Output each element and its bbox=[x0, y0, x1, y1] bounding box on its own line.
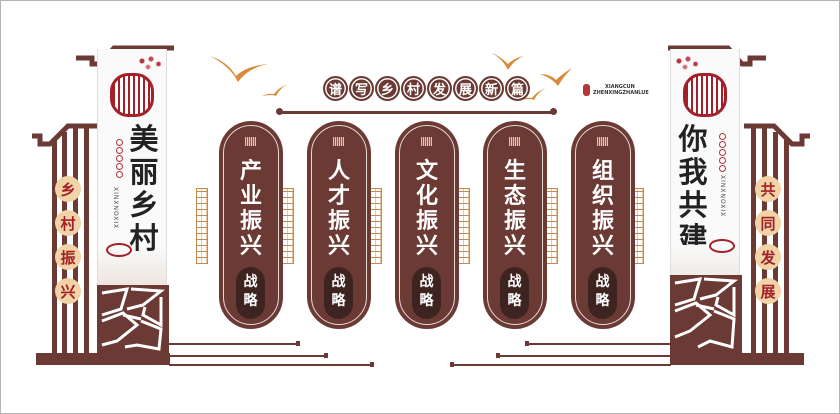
seal-circles bbox=[719, 133, 726, 172]
ornament-icon bbox=[509, 137, 520, 146]
card-badge: 战略 bbox=[236, 267, 265, 319]
card-badge: 战略 bbox=[324, 267, 353, 319]
pillar-rail bbox=[73, 127, 78, 354]
left-base bbox=[36, 353, 170, 365]
title-char: 谱 bbox=[323, 76, 348, 101]
page-title: 谱 写 乡 村 发 展 新 篇 bbox=[323, 76, 530, 101]
rail-end bbox=[370, 362, 374, 367]
lattice-ornament bbox=[282, 188, 294, 264]
title-char: 新 bbox=[479, 76, 504, 101]
card-badge: 战略 bbox=[588, 267, 617, 319]
rail bbox=[453, 364, 671, 366]
rail-end bbox=[450, 362, 454, 367]
card-badge: 战略 bbox=[412, 267, 441, 319]
underline-dot bbox=[276, 108, 283, 115]
bird-icon bbox=[262, 84, 288, 96]
title-char: 篇 bbox=[505, 76, 530, 101]
panel-pinyin: XINXNOXIX bbox=[112, 187, 119, 230]
panel-pinyin: XINXNOXIX bbox=[719, 175, 726, 218]
rail bbox=[169, 343, 297, 345]
pillar-char: 乡 bbox=[55, 176, 81, 202]
rail bbox=[169, 355, 325, 357]
card-culture: 文化振兴 战略 bbox=[395, 121, 459, 329]
pillar-rail bbox=[62, 132, 67, 354]
title-char: 村 bbox=[401, 76, 426, 101]
lattice-screen bbox=[97, 285, 169, 355]
lattice-window-icon bbox=[110, 73, 154, 117]
ornament-icon bbox=[245, 137, 256, 146]
lattice-screen bbox=[670, 275, 742, 355]
lattice-ornament bbox=[458, 188, 470, 264]
pillar-char: 村 bbox=[55, 210, 81, 236]
card-title: 组织振兴 bbox=[591, 158, 614, 259]
right-pillar-roof bbox=[744, 123, 810, 147]
pillar-char: 同 bbox=[755, 210, 781, 236]
rail-end bbox=[496, 353, 500, 358]
right-roof bbox=[668, 45, 766, 67]
title-underline bbox=[279, 111, 553, 114]
left-roof bbox=[76, 45, 174, 67]
right-panel: 你我共建 XINXNOXIX bbox=[670, 49, 740, 285]
cloud-icon bbox=[709, 239, 735, 253]
ornament-icon bbox=[421, 137, 432, 146]
title-char: 展 bbox=[453, 76, 478, 101]
lattice-ornament bbox=[370, 188, 382, 264]
title-char: 乡 bbox=[375, 76, 400, 101]
title-char: 发 bbox=[427, 76, 452, 101]
pillar-char: 展 bbox=[755, 278, 781, 304]
ornament-icon bbox=[333, 137, 344, 146]
rail bbox=[169, 364, 372, 366]
left-panel: XINXNOXIX 美丽乡村 bbox=[97, 49, 167, 285]
card-organization: 组织振兴 战略 bbox=[571, 121, 635, 329]
card-title: 产业振兴 bbox=[239, 158, 262, 259]
right-base bbox=[670, 353, 804, 365]
lattice-ornament bbox=[196, 188, 208, 264]
card-talent: 人才振兴 战略 bbox=[307, 121, 371, 329]
lattice-window-icon bbox=[683, 73, 727, 117]
underline-dot bbox=[550, 108, 557, 115]
pillar-char: 兴 bbox=[55, 278, 81, 304]
pillar-char: 共 bbox=[755, 176, 781, 202]
seal-label: XIANGCUN ZHENXINGZHANLUE bbox=[583, 84, 649, 96]
card-ecology: 生态振兴 战略 bbox=[483, 121, 547, 329]
plum-blossom-icon bbox=[136, 53, 166, 73]
pillar-rail bbox=[773, 132, 778, 354]
pillar-rail bbox=[751, 127, 756, 354]
seal-circles bbox=[116, 139, 123, 178]
pillar-rail bbox=[784, 140, 789, 354]
card-title: 生态振兴 bbox=[503, 158, 526, 259]
card-badge: 战略 bbox=[500, 267, 529, 319]
card-industry: 产业振兴 战略 bbox=[219, 121, 283, 329]
title-char: 写 bbox=[349, 76, 374, 101]
bird-icon bbox=[210, 56, 268, 82]
cloud-icon bbox=[106, 243, 132, 257]
seal-icon bbox=[583, 84, 590, 96]
pillar-char: 发 bbox=[755, 244, 781, 270]
rail bbox=[499, 355, 671, 357]
ornament-icon bbox=[597, 137, 608, 146]
rail-end bbox=[296, 341, 300, 346]
pillar-rail bbox=[52, 140, 57, 354]
seal-line-2: ZHENXINGZHANLUE bbox=[593, 90, 649, 96]
lattice-ornament bbox=[546, 188, 558, 264]
pillar-char: 振 bbox=[55, 244, 81, 270]
left-pillar-roof bbox=[32, 123, 98, 147]
rail-end bbox=[324, 353, 328, 358]
panel-title: 你我共建 bbox=[678, 122, 708, 255]
bird-icon bbox=[490, 52, 524, 70]
bird-icon bbox=[520, 88, 546, 100]
pillar-rail bbox=[84, 127, 89, 354]
rail bbox=[528, 343, 671, 345]
bird-icon bbox=[540, 68, 572, 86]
seal-line-1: XIANGCUN bbox=[605, 84, 635, 90]
panel-title: 美丽乡村 bbox=[129, 122, 159, 255]
plum-blossom-icon bbox=[673, 53, 703, 73]
card-title: 人才振兴 bbox=[327, 158, 350, 259]
rail-end bbox=[525, 341, 529, 346]
card-title: 文化振兴 bbox=[415, 158, 438, 259]
pillar-rail bbox=[762, 127, 767, 354]
